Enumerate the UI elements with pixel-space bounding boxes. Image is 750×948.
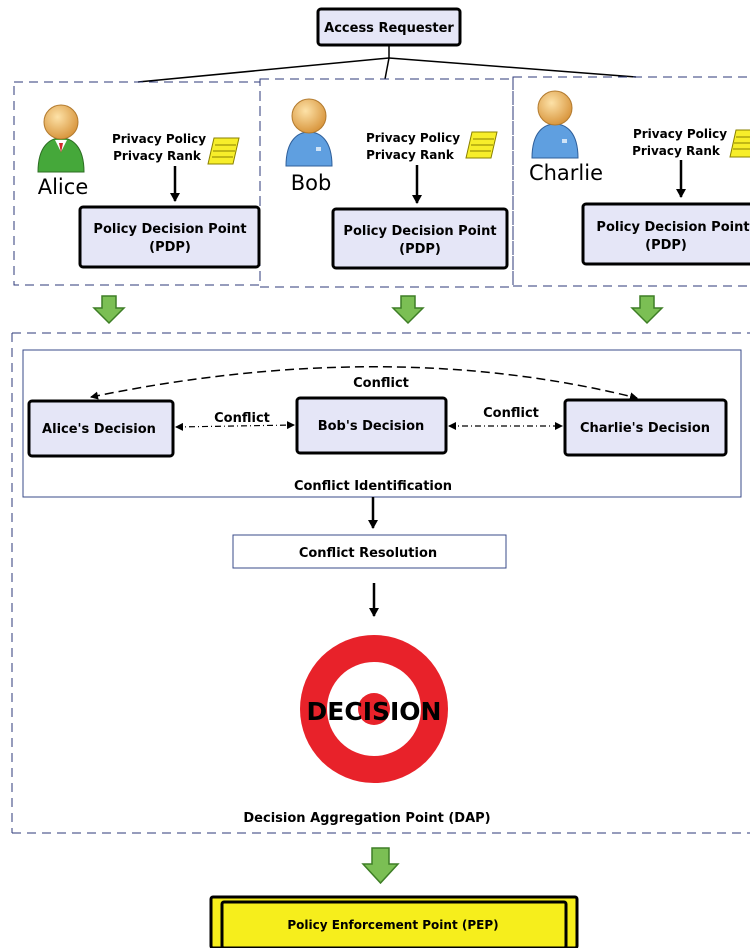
charlie-decision-label: Charlie's Decision [580, 421, 710, 436]
conflict-right-label: Conflict [483, 406, 539, 421]
bob-decision-label: Bob's Decision [318, 419, 425, 434]
alice-user: Alice Privacy Policy Privacy Rank Policy… [37, 104, 261, 269]
pep-box [209, 895, 579, 948]
charlie-pdp-line2: (PDP) [645, 238, 687, 253]
access-requester-box: Access Requester [316, 7, 462, 47]
conflict-resolution-label: Conflict Resolution [299, 546, 437, 561]
dap-label: Decision Aggregation Point (DAP) [243, 811, 490, 826]
conflict-resolution-box [232, 534, 507, 569]
charlie-name: Charlie [529, 161, 603, 185]
alice-decision-label: Alice's Decision [42, 422, 156, 437]
bob-panel [259, 78, 514, 288]
bob-user: Bob Privacy Policy Privacy Rank Policy D… [285, 98, 509, 270]
alice-privacy-rank: Privacy Rank [113, 149, 202, 163]
charlie-pdp-line1: Policy Decision Point [596, 220, 749, 235]
charlie-panel [512, 76, 750, 287]
alice-pdp-box [78, 205, 261, 269]
conflict-arc-arrow [90, 366, 638, 401]
bob-pdp-box [331, 207, 509, 270]
charlie-pdp-box [581, 202, 750, 266]
bob-privacy-rank: Privacy Rank [366, 148, 455, 162]
bob-pdp-line1: Policy Decision Point [343, 224, 496, 239]
green-down-arrow-icon [630, 295, 664, 325]
requester-connectors [137, 45, 637, 83]
alice-pdp-line2: (PDP) [149, 240, 191, 255]
alice-privacy-policy: Privacy Policy [112, 132, 206, 146]
charlie-decision-box [563, 398, 728, 457]
conflict-left-label: Conflict [214, 411, 270, 426]
conflict-top-label: Conflict [353, 376, 409, 391]
decision-target-label: DECISION [307, 697, 442, 726]
bob-avatar-icon [285, 98, 333, 167]
decision-target-icon [300, 635, 448, 783]
charlie-user: Charlie Privacy Policy Privacy Rank Poli… [529, 90, 750, 266]
green-down-arrow-icon [391, 295, 425, 325]
bob-document-icon [465, 131, 498, 159]
bob-decision-box [295, 396, 448, 455]
dap-frame [11, 332, 750, 834]
green-down-arrow-icon [361, 847, 400, 885]
bob-privacy-policy: Privacy Policy [366, 131, 460, 145]
bob-pdp-line2: (PDP) [399, 242, 441, 257]
alice-decision-box [27, 399, 175, 458]
charlie-privacy-policy: Privacy Policy [633, 127, 727, 141]
alice-name: Alice [38, 175, 89, 199]
alice-pdp-line1: Policy Decision Point [93, 222, 246, 237]
charlie-avatar-icon [531, 90, 579, 159]
pep-label: Policy Enforcement Point (PEP) [287, 918, 498, 932]
alice-document-icon [207, 137, 240, 165]
access-requester-label: Access Requester [324, 21, 454, 36]
green-down-arrow-icon [92, 295, 126, 325]
charlie-privacy-rank: Privacy Rank [632, 144, 721, 158]
charlie-document-icon [729, 129, 750, 158]
alice-avatar-icon [37, 104, 85, 173]
conflict-identification-label: Conflict Identification [294, 479, 452, 494]
bob-name: Bob [291, 171, 332, 195]
